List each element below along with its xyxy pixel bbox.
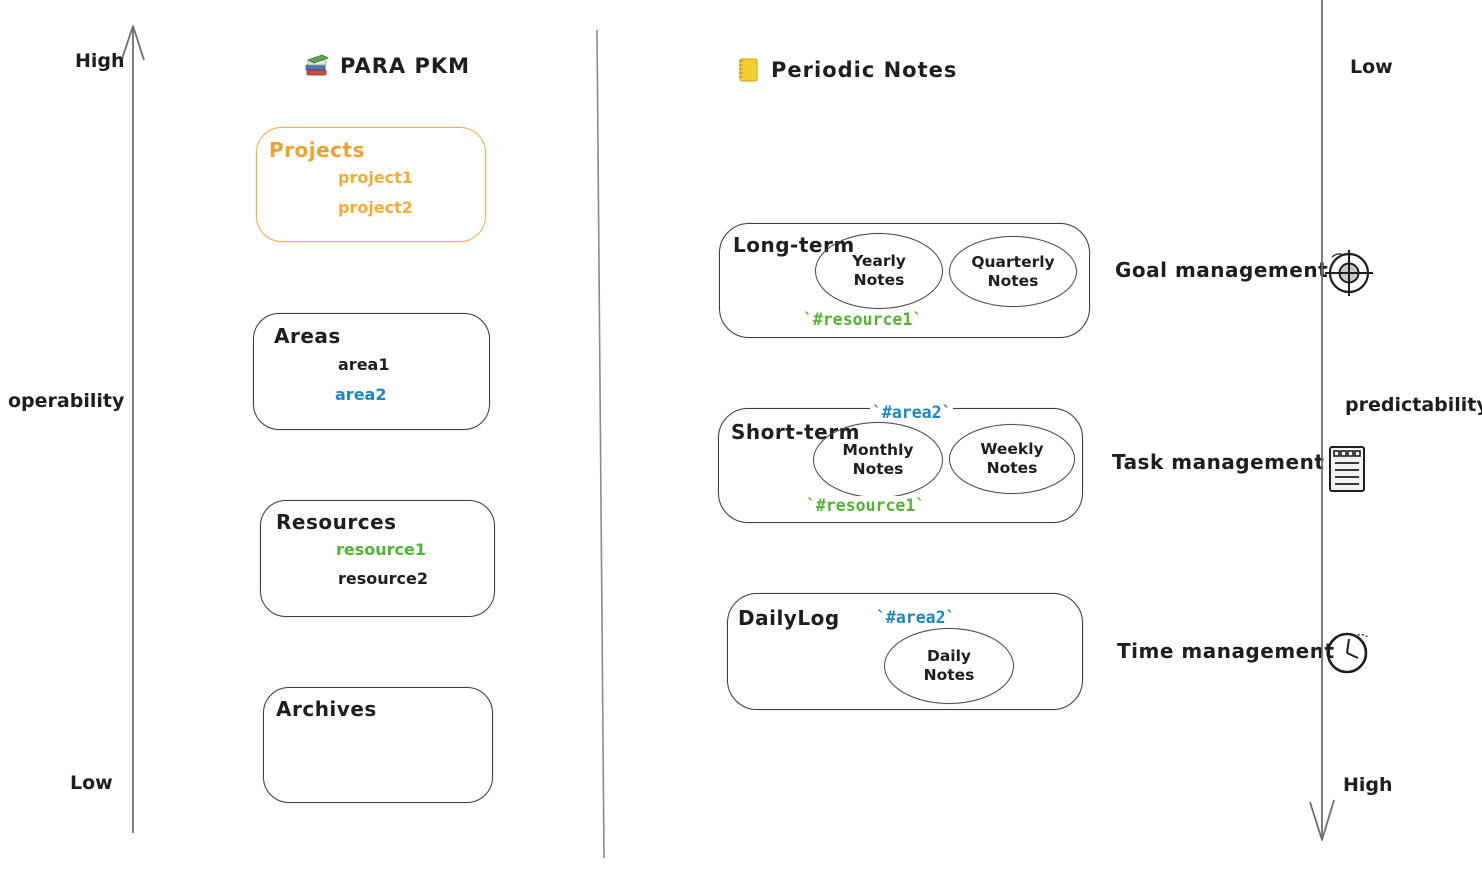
quarterly-notes-line1: Quarterly [971,252,1055,271]
weekly-notes-line2: Notes [986,459,1038,477]
operability-high-label: High [75,50,125,72]
quarterly-notes-ellipse: Quarterly Notes [949,236,1077,307]
projects-item-project2: project2 [338,198,413,217]
operability-axis-arrow [120,25,145,833]
areas-box: Areas area1 area2 [253,313,490,430]
yearly-notes-line2: Notes [853,271,905,289]
areas-box-title: Areas [274,324,341,348]
projects-box: Projects project1 project2 [256,127,486,242]
archives-box-title: Archives [276,697,377,721]
goal-management-label: Goal management [1115,258,1329,282]
weekly-notes-ellipse: Weekly Notes [949,424,1075,494]
operability-axis-label: operability [8,390,125,412]
daily-notes-ellipse: Daily Notes [884,628,1014,704]
resources-box: Resources resource1 resource2 [260,500,495,617]
monthly-notes-line2: Notes [852,460,904,478]
notepad-icon [1329,446,1365,492]
section-divider-line [596,29,605,859]
areas-item-area1: area1 [338,355,390,374]
time-management-label: Time management [1117,639,1335,663]
short-term-resource1-tag: `#resource1` [804,496,928,515]
archives-box: Archives [263,687,493,803]
predictability-axis-arrow [1309,0,1335,841]
daily-notes-line1: Daily [926,647,972,665]
yearly-notes-ellipse: Yearly Notes [815,233,943,309]
weekly-notes-line1: Weekly [980,440,1044,458]
short-term-box: Short-term `#area2` Monthly Notes Weekly… [718,403,1083,523]
operability-low-label: Low [70,772,113,794]
predictability-low-label: Low [1350,56,1393,78]
predictability-axis-label: predictability [1345,394,1482,416]
daily-notes-line2: Notes [923,666,975,684]
predictability-high-label: High [1343,774,1393,796]
areas-item-area2: area2 [335,385,387,404]
resources-item-resource2: resource2 [338,569,429,588]
resources-item-resource1: resource1 [336,540,427,559]
yearly-notes-line1: Yearly [852,252,906,270]
ledger-icon [735,56,761,84]
periodic-notes-title: Periodic Notes [735,56,957,84]
dailylog-box: DailyLog `#area2` Daily Notes [727,593,1083,710]
resources-box-title: Resources [276,510,397,534]
para-pkm-title-text: PARA PKM [340,54,471,78]
task-management-label: Task management [1112,450,1325,474]
long-term-box: Long-term Yearly Notes Quarterly Notes `… [719,223,1090,338]
short-term-area2-tag: `#area2` [870,403,954,422]
projects-item-project1: project1 [338,168,413,187]
projects-box-title: Projects [269,138,366,162]
monthly-notes-ellipse: Monthly Notes [813,422,943,498]
long-term-resource1-tag: `#resource1` [801,310,925,329]
monthly-notes-line1: Monthly [842,441,914,459]
para-pkm-title: PARA PKM [302,52,470,80]
target-icon [1325,250,1373,296]
clock-icon [1326,632,1369,674]
dailylog-title: DailyLog [738,606,840,630]
quarterly-notes-line2: Notes [987,271,1039,290]
books-icon [302,52,330,80]
dailylog-area2-tag: `#area2` [874,608,958,627]
periodic-notes-title-text: Periodic Notes [771,58,958,82]
